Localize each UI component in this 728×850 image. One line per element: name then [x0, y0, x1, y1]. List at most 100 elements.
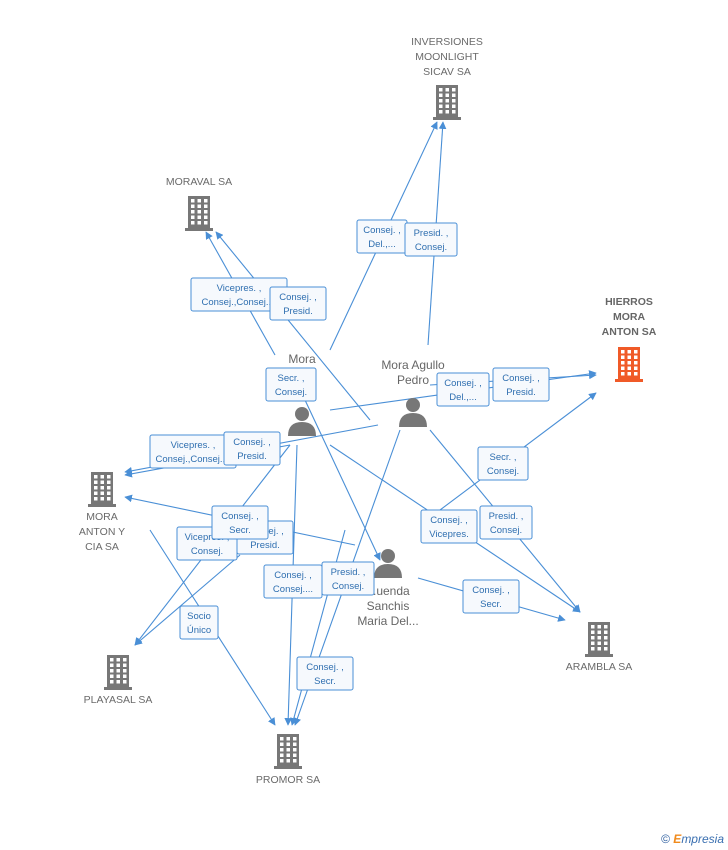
node-label-line: ANTON SA [602, 326, 657, 338]
building-base [274, 766, 302, 769]
building-window [591, 647, 595, 651]
edge-role-label[interactable]: Secr. , Consej. [265, 367, 317, 402]
building-window [107, 497, 111, 501]
edge-label-text: Secr. [480, 599, 502, 610]
building-window [123, 663, 127, 667]
empresia-watermark[interactable]: © Empresia [661, 832, 724, 846]
building-window [286, 748, 290, 752]
building-window [286, 759, 290, 763]
edge-role-label[interactable]: Consej. ,Del.,... [356, 219, 408, 254]
building-window [439, 93, 443, 97]
building-window [452, 93, 456, 97]
building-window [591, 641, 595, 645]
edge-role-label[interactable]: Vicepres. ,Consej.,Consej.... [190, 277, 288, 312]
edge-label-text: Consej. [415, 242, 447, 253]
edge-label-text: Consej. , [274, 570, 312, 581]
building-window [604, 636, 608, 640]
building-window [116, 669, 120, 673]
edge-label-text: Presid. [237, 451, 267, 462]
building-window [597, 647, 601, 651]
edge-label-text: Presid. , [331, 567, 366, 578]
edge-label-text: Socio [187, 611, 211, 622]
edge-role-label[interactable]: Consej. ,Presid. [269, 286, 327, 321]
edge-label-box [321, 561, 375, 596]
edge-label-text: Consej. , [221, 511, 259, 522]
building-window [627, 355, 631, 359]
building-window [445, 110, 449, 114]
company-node-promor[interactable]: PROMOR SA [256, 734, 320, 786]
edge-role-label[interactable]: Consej. ,Del.,... [436, 372, 490, 407]
company-node-moraval[interactable]: MORAVAL SA [166, 176, 232, 231]
edge-role-label[interactable]: Presid. ,Consej. [404, 222, 458, 257]
building-window [100, 497, 104, 501]
building-window [597, 625, 601, 629]
edge-label-box [269, 286, 327, 321]
edge-role-label[interactable]: Presid. ,Consej. [479, 505, 533, 540]
edge-label-text: Presid. [283, 306, 313, 317]
edge-role-label[interactable]: Consej. ,Presid. [492, 367, 550, 402]
building-window [94, 475, 98, 479]
building-window [445, 93, 449, 97]
building-window [110, 663, 114, 667]
building-window [621, 366, 625, 370]
building-window [445, 104, 449, 108]
building-window [445, 99, 449, 103]
edge-label-text: Consej. [275, 387, 307, 398]
person-head [406, 398, 420, 412]
edge-role-label[interactable]: Secr. ,Consej. [477, 446, 529, 481]
company-node-playasal[interactable]: PLAYASAL SA [84, 655, 153, 706]
building-window [452, 99, 456, 103]
node-label-line: ANTON Y [79, 526, 125, 538]
building-window [107, 486, 111, 490]
edge-role-label[interactable]: Consej. ,Secr. [462, 579, 520, 614]
building-icon [104, 655, 132, 690]
building-window [116, 663, 120, 667]
edge-role-label[interactable]: Consej. ,Presid. [223, 431, 281, 466]
building-window [597, 630, 601, 634]
edge-labels-layer: Consej. ,Del.,...Presid. ,Consej.Vicepre… [149, 219, 550, 691]
building-window [94, 491, 98, 495]
building-window [191, 210, 195, 214]
building-window [280, 753, 284, 757]
company-node-arambla[interactable]: ARAMBLA SA [566, 622, 633, 673]
edge-label-text: Secr. , [278, 373, 305, 384]
edge-role-label[interactable]: Vicepres. ,Consej.,Consej.... [149, 434, 237, 469]
building-window [604, 625, 608, 629]
edge-role-label[interactable]: Consej. ,Consej.... [263, 564, 323, 599]
building-window [191, 215, 195, 219]
edge-label-box [265, 367, 317, 402]
building-window [634, 361, 638, 365]
edge-role-label[interactable]: Presid. ,Consej. [321, 561, 375, 596]
building-window [123, 674, 127, 678]
edge-role-label[interactable]: Consej. ,Vicepres. [420, 509, 478, 544]
building-window [197, 204, 201, 208]
person-head [295, 407, 309, 421]
building-window [286, 742, 290, 746]
building-window [452, 104, 456, 108]
building-window [286, 753, 290, 757]
edge-role-label[interactable]: Consej. ,Secr. [211, 505, 269, 540]
building-window [116, 674, 120, 678]
edge-label-text: Consej. [487, 466, 519, 477]
building-base [88, 504, 116, 507]
highlighted-building-icon [615, 347, 643, 382]
building-window [634, 355, 638, 359]
building-icon [585, 622, 613, 657]
edge-label-box [404, 222, 458, 257]
edge-label-text: Consej. , [306, 662, 344, 673]
edge-label-box [223, 431, 281, 466]
building-window [204, 204, 208, 208]
building-window [634, 372, 638, 376]
edge-role-label[interactable]: Consej. ,Secr. [296, 656, 354, 691]
building-window [621, 350, 625, 354]
building-window [452, 110, 456, 114]
edge-label-text: Consej.,Consej.... [202, 297, 277, 308]
node-label-line: PROMOR SA [256, 774, 320, 786]
